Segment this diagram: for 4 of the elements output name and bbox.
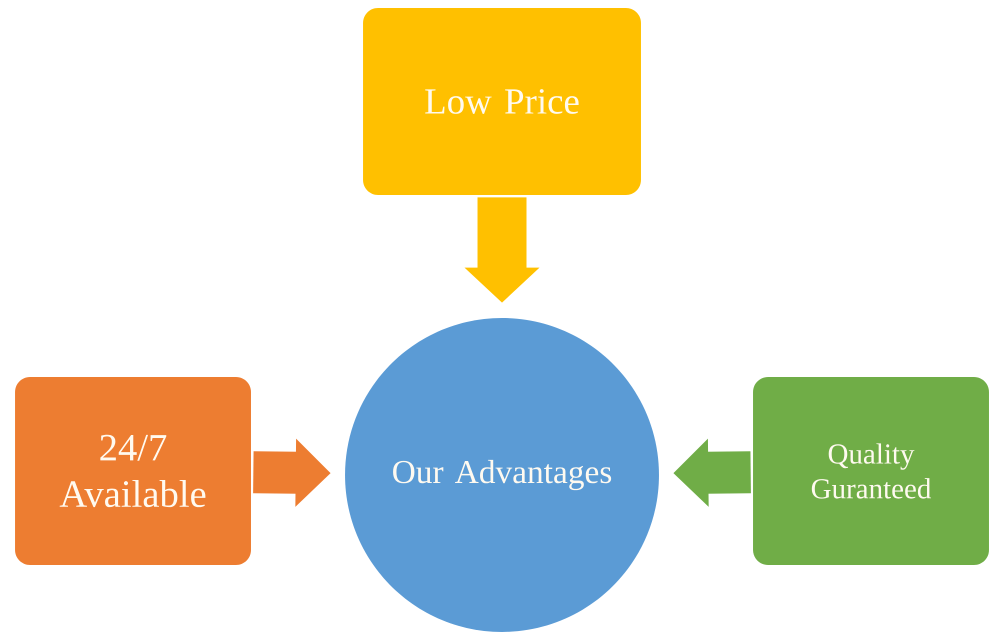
process-box: Low Price	[363, 8, 641, 195]
process-box: 24/7 Available	[15, 377, 251, 565]
circle-node: Our Advantages	[345, 318, 659, 632]
process-box: Quality Guranteed	[753, 377, 989, 565]
